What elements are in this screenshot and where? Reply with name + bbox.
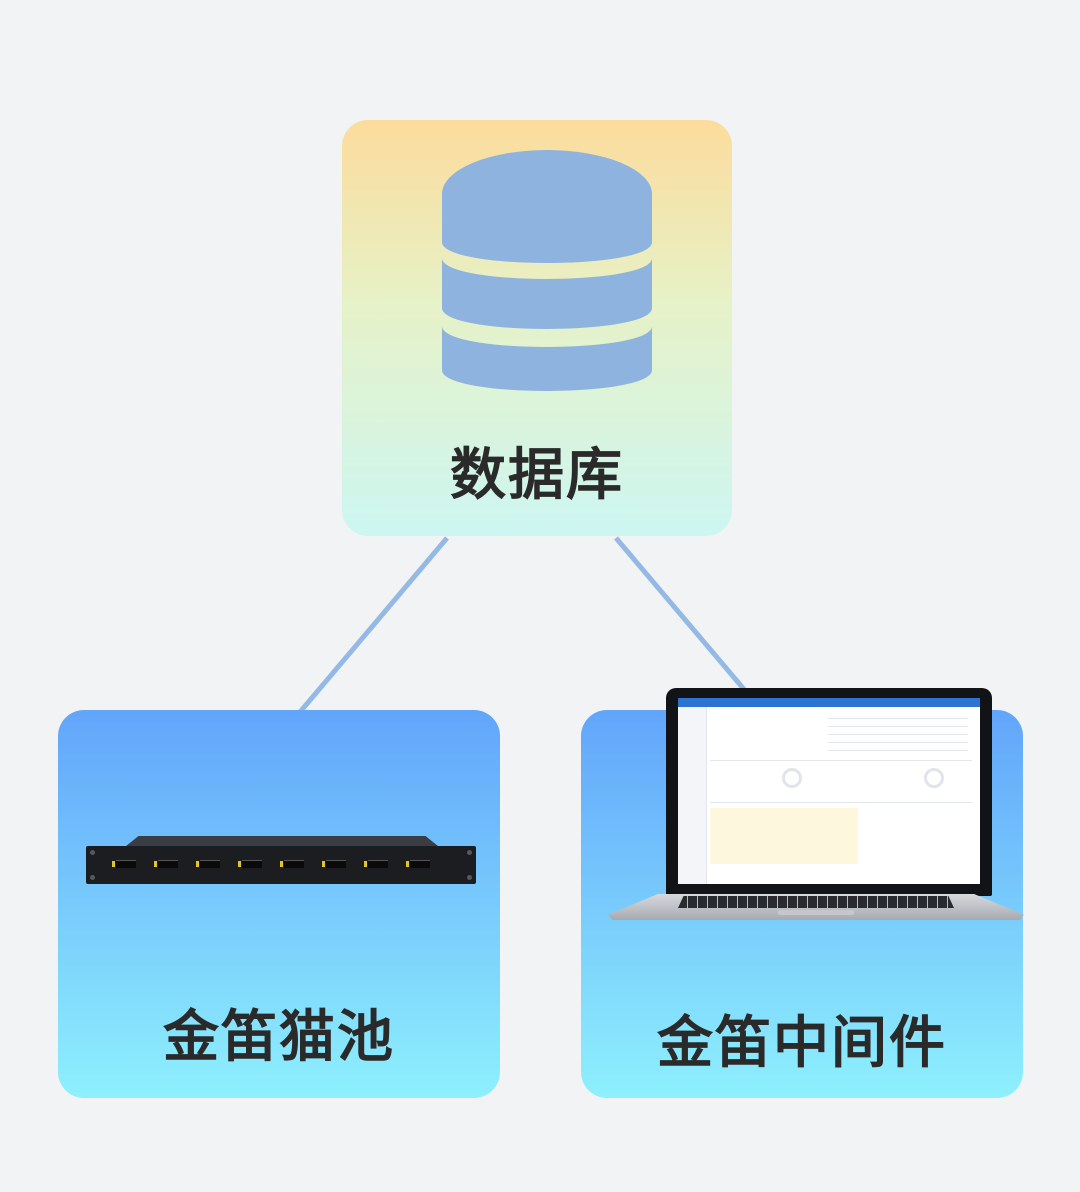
edge-database-middleware bbox=[614, 536, 750, 696]
middleware-label: 金笛中间件 bbox=[657, 1011, 947, 1076]
edge-database-cat-pool bbox=[298, 536, 449, 714]
cat-pool-node: 金笛猫池 bbox=[58, 710, 500, 1098]
database-node: 数据库 bbox=[342, 120, 732, 536]
rack-device-icon bbox=[86, 836, 476, 884]
cat-pool-label: 金笛猫池 bbox=[163, 1005, 395, 1070]
middleware-node: 金笛中间件 bbox=[581, 688, 1024, 1098]
database-label: 数据库 bbox=[450, 443, 624, 508]
laptop-icon bbox=[608, 688, 1024, 938]
database-icon bbox=[442, 150, 652, 391]
